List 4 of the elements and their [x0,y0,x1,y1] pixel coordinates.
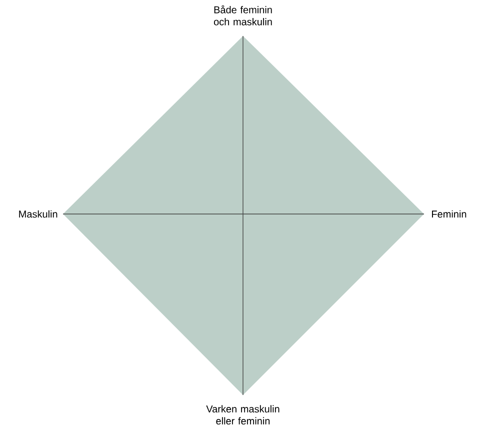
axis-label: Varken maskulin eller feminin [206,405,280,425]
axis-label: Feminin [432,210,466,218]
axis-label: Maskulin [19,210,58,218]
axis-label: Både feminin och maskulin [214,5,272,26]
